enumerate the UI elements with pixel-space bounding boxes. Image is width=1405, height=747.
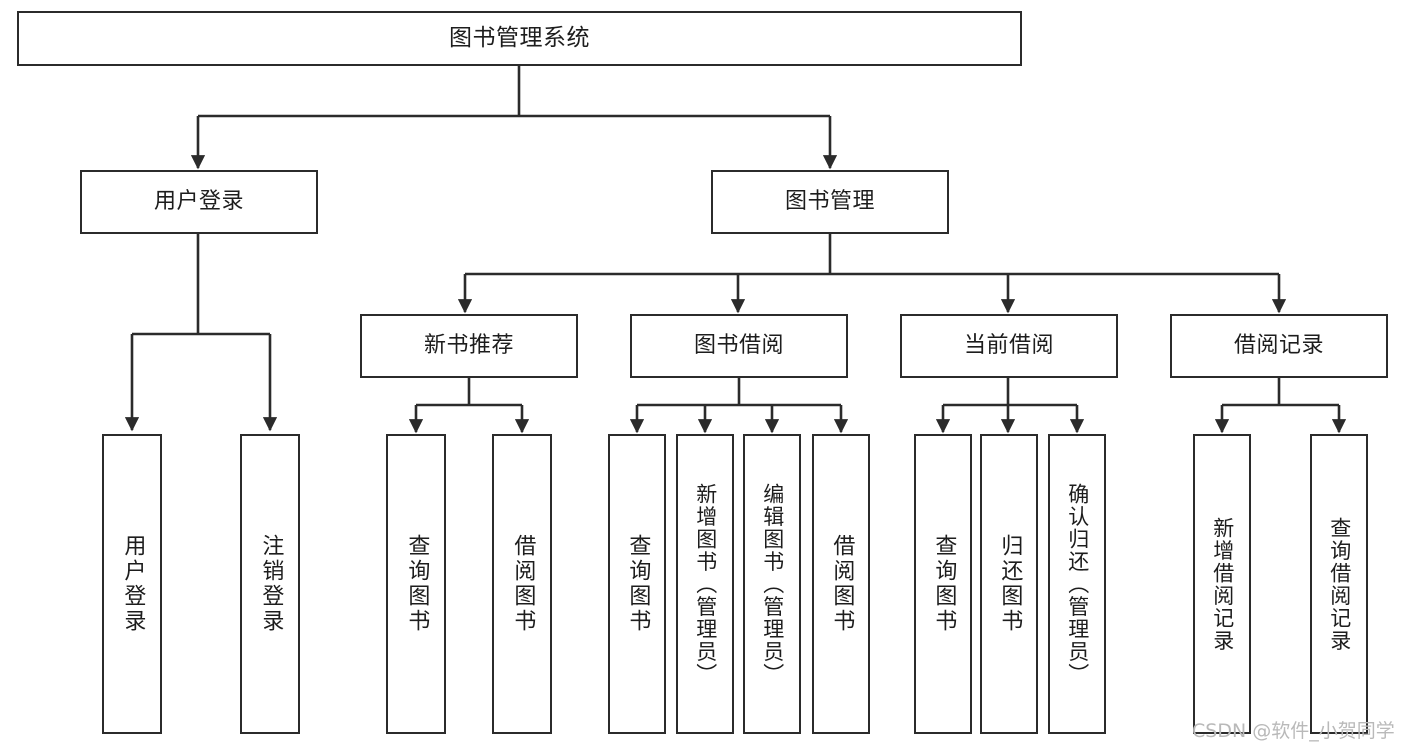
node-book-borrow-label: 图书借阅 (693, 332, 784, 358)
node-leaf-user-login-label: 用户登录 (120, 534, 146, 634)
node-leaf-return-book-label: 归还图书 (997, 534, 1023, 634)
csdn-watermark: CSDN @软件_小贺同学 (1192, 720, 1395, 742)
node-root[interactable]: 图书管理系统 (17, 11, 1022, 66)
node-leaf-add-record-label: 新增借阅记录 (1210, 516, 1235, 652)
node-leaf-user-login[interactable]: 用户登录 (102, 434, 162, 734)
node-leaf-add-book[interactable]: 新增图书（管理员） (676, 434, 734, 734)
node-leaf-query-book-2[interactable]: 查询图书 (608, 434, 666, 734)
node-leaf-confirm-return-label: 确认归还（管理员） (1065, 482, 1090, 686)
node-leaf-edit-book[interactable]: 编辑图书（管理员） (743, 434, 801, 734)
node-current-borrow-label: 当前借阅 (963, 332, 1054, 358)
node-user-login-label: 用户登录 (153, 188, 244, 214)
node-leaf-borrow-book-2[interactable]: 借阅图书 (812, 434, 870, 734)
node-leaf-confirm-return[interactable]: 确认归还（管理员） (1048, 434, 1106, 734)
node-borrow-record[interactable]: 借阅记录 (1170, 314, 1388, 378)
node-book-manage[interactable]: 图书管理 (711, 170, 949, 234)
node-leaf-query-record-label: 查询借阅记录 (1327, 516, 1352, 652)
node-leaf-edit-book-label: 编辑图书（管理员） (760, 482, 785, 686)
node-leaf-borrow-book-1[interactable]: 借阅图书 (492, 434, 552, 734)
node-leaf-add-book-label: 新增图书（管理员） (693, 482, 718, 686)
node-new-book-recommend[interactable]: 新书推荐 (360, 314, 578, 378)
node-leaf-query-book-3-label: 查询图书 (931, 534, 957, 634)
node-book-borrow[interactable]: 图书借阅 (630, 314, 848, 378)
node-leaf-query-book-1-label: 查询图书 (404, 534, 430, 634)
node-current-borrow[interactable]: 当前借阅 (900, 314, 1118, 378)
node-root-label: 图书管理系统 (449, 24, 590, 51)
node-leaf-logout-label: 注销登录 (258, 534, 284, 634)
node-user-login[interactable]: 用户登录 (80, 170, 318, 234)
node-leaf-logout[interactable]: 注销登录 (240, 434, 300, 734)
node-leaf-query-book-3[interactable]: 查询图书 (914, 434, 972, 734)
node-new-book-recommend-label: 新书推荐 (423, 332, 514, 358)
node-leaf-query-book-1[interactable]: 查询图书 (386, 434, 446, 734)
node-leaf-borrow-book-1-label: 借阅图书 (510, 534, 536, 634)
node-leaf-borrow-book-2-label: 借阅图书 (829, 534, 855, 634)
node-leaf-return-book[interactable]: 归还图书 (980, 434, 1038, 734)
node-leaf-query-record[interactable]: 查询借阅记录 (1310, 434, 1368, 734)
node-borrow-record-label: 借阅记录 (1233, 332, 1324, 358)
node-leaf-query-book-2-label: 查询图书 (625, 534, 651, 634)
node-leaf-add-record[interactable]: 新增借阅记录 (1193, 434, 1251, 734)
node-book-manage-label: 图书管理 (784, 188, 875, 214)
